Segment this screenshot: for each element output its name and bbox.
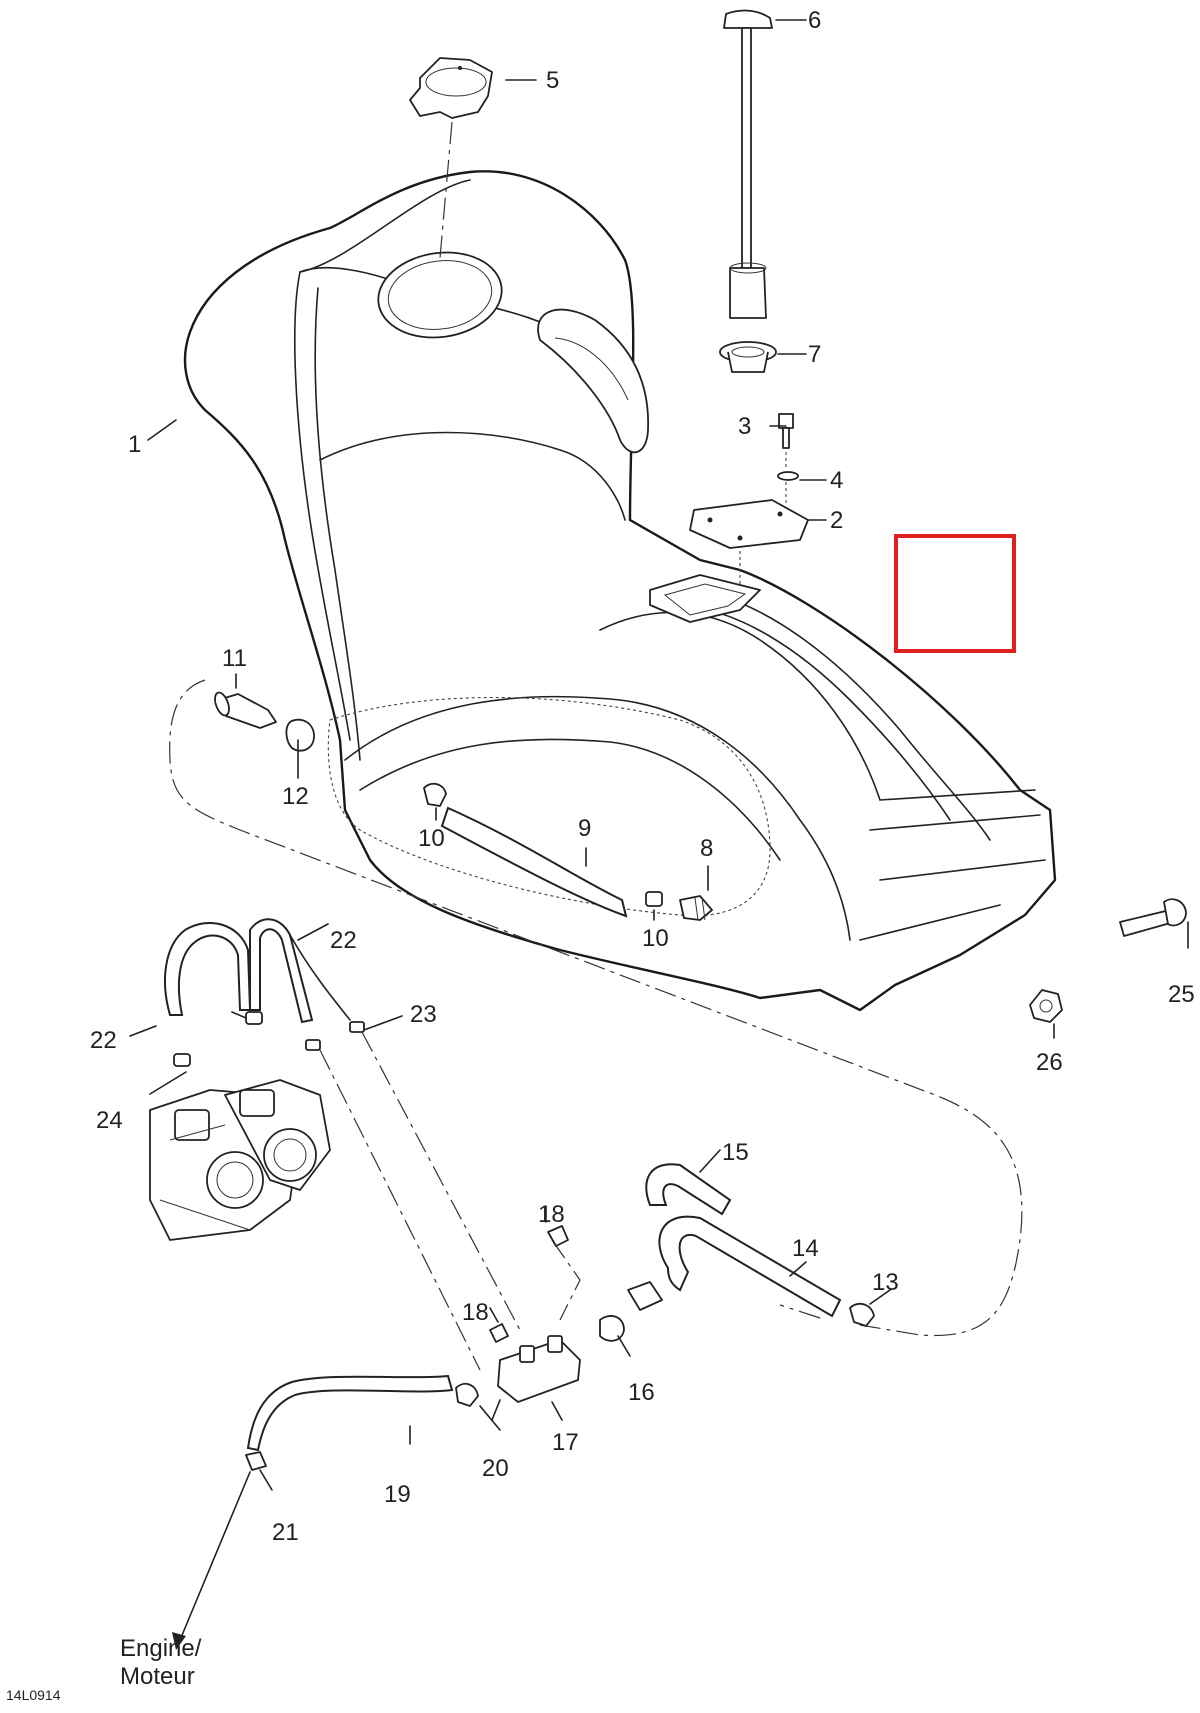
callout-20: 20 — [482, 1455, 509, 1482]
highlight-box — [894, 534, 1016, 653]
fuel-gauge-rod — [723, 9, 773, 319]
routing-outline — [169, 679, 1023, 1337]
callout-21: 21 — [272, 1519, 299, 1546]
callout-4: 4 — [830, 467, 843, 494]
callout-17: 17 — [552, 1429, 579, 1456]
engine-label-line2: Moteur — [120, 1663, 195, 1690]
callout-11: 11 — [222, 645, 247, 672]
bolt-and-nut — [1029, 898, 1187, 1023]
callout-22-a: 22 — [330, 927, 357, 954]
callout-14: 14 — [792, 1235, 819, 1262]
carburetors — [149, 1079, 331, 1241]
callout-18-a: 18 — [538, 1201, 565, 1228]
fuel-pump — [489, 1225, 581, 1421]
callout-7: 7 — [808, 341, 821, 368]
fuel-tank — [183, 170, 1057, 1012]
filler-cap — [409, 57, 493, 259]
callout-1: 1 — [128, 431, 141, 458]
callout-12: 12 — [282, 783, 309, 810]
callout-16: 16 — [628, 1379, 655, 1406]
callout-26: 26 — [1036, 1049, 1063, 1076]
callout-24: 24 — [96, 1107, 123, 1134]
callout-22-b: 22 — [90, 1027, 117, 1054]
callout-3: 3 — [738, 413, 751, 440]
callout-25: 25 — [1168, 981, 1195, 1008]
callout-numbers: 1 2 3 4 5 6 7 8 9 10 10 11 12 13 14 15 1… — [90, 7, 1195, 1546]
callout-8: 8 — [700, 835, 713, 862]
vent-hose-assembly — [423, 782, 713, 921]
callout-19: 19 — [384, 1481, 411, 1508]
screw-washer-plate — [689, 413, 809, 549]
pump-routing — [319, 1031, 581, 1371]
callout-15: 15 — [722, 1139, 749, 1166]
callout-9: 9 — [578, 815, 591, 842]
callout-18-b: 18 — [462, 1299, 489, 1326]
return-hoses — [599, 1163, 875, 1342]
engine-feed-hose — [172, 1374, 479, 1650]
callout-10-b: 10 — [642, 925, 669, 952]
callout-6: 6 — [808, 7, 821, 34]
outlet-fitting — [214, 691, 315, 752]
callout-13: 13 — [872, 1269, 899, 1296]
callout-2: 2 — [830, 507, 843, 534]
grommet — [719, 341, 777, 373]
callout-10-a: 10 — [418, 825, 445, 852]
callout-23: 23 — [410, 1001, 437, 1028]
carburetor-hoses — [149, 918, 365, 1241]
callout-5: 5 — [546, 67, 559, 94]
leader-lines — [129, 19, 1189, 1491]
engine-label-line1: Engine/ — [120, 1635, 202, 1662]
drawing-code: 14L0914 — [6, 1687, 61, 1703]
